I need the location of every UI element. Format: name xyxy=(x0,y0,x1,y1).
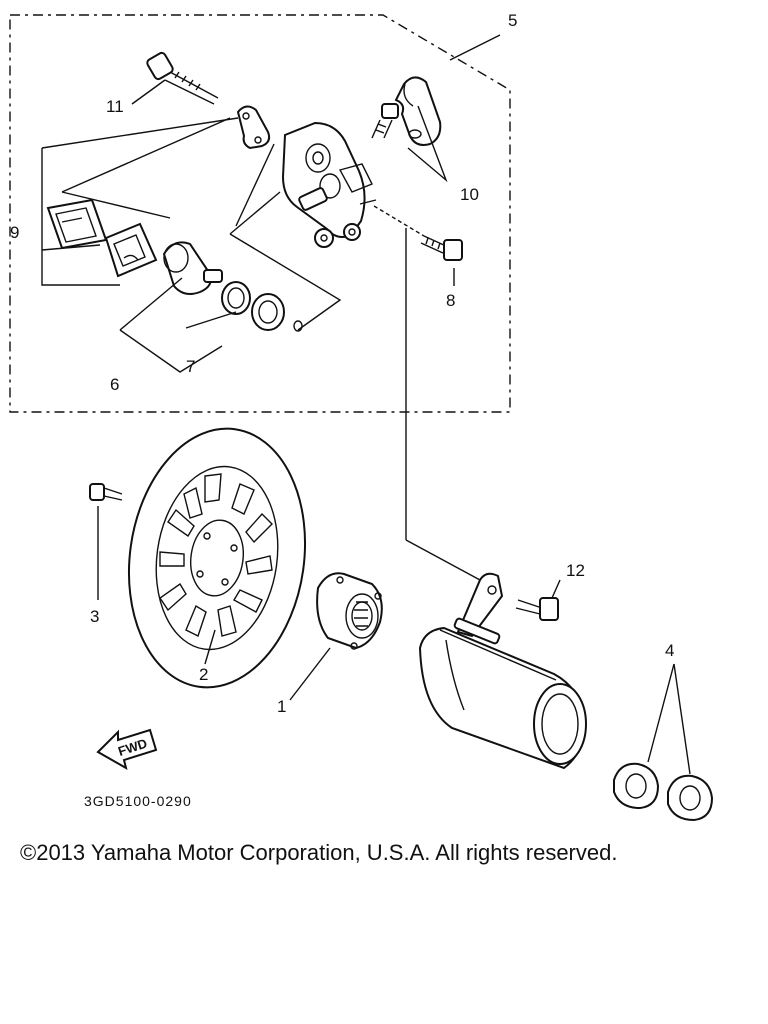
caliper-assembly-boundary xyxy=(9,14,511,413)
part-caliper-bracket-bolt[interactable] xyxy=(371,76,442,146)
part-pad-clip[interactable] xyxy=(236,105,271,150)
lower-leader-lines xyxy=(204,629,216,665)
fwd-arrow-icon: FWD xyxy=(96,728,158,771)
callout-8[interactable]: 8 xyxy=(446,291,455,310)
drawing-code: 3GD5100-0290 xyxy=(84,793,192,809)
caliper-leader-lines xyxy=(41,34,501,540)
part-lock-nuts[interactable] xyxy=(613,663,714,822)
part-brake-pads[interactable] xyxy=(46,198,158,278)
parts-diagram: FWD 1 2 3 4 5 6 7 8 9 10 11 12 3GD5100-0… xyxy=(9,11,714,822)
callout-3[interactable]: 3 xyxy=(90,607,99,626)
part-bolt-short[interactable] xyxy=(420,235,463,261)
part-hub[interactable] xyxy=(289,572,383,701)
callout-2[interactable]: 2 xyxy=(199,665,208,684)
callout-10[interactable]: 10 xyxy=(460,185,479,204)
callout-12[interactable]: 12 xyxy=(566,561,585,580)
part-starter-body[interactable] xyxy=(418,617,587,770)
part-piston-seals[interactable] xyxy=(221,281,303,332)
part-piston[interactable] xyxy=(162,241,223,295)
part-caliper-bracket[interactable] xyxy=(405,539,504,638)
part-bracket-bolt[interactable] xyxy=(515,579,561,621)
callout-9[interactable]: 9 xyxy=(10,223,19,242)
part-brake-disc[interactable] xyxy=(113,417,321,699)
callout-11[interactable]: 11 xyxy=(106,97,124,116)
copyright-notice: ©2013 Yamaha Motor Corporation, U.S.A. A… xyxy=(20,840,618,865)
callout-1[interactable]: 1 xyxy=(277,697,286,716)
callout-5[interactable]: 5 xyxy=(508,11,517,30)
callout-6[interactable]: 6 xyxy=(110,375,119,394)
part-disc-bolt[interactable] xyxy=(89,483,123,600)
part-bolt-long[interactable] xyxy=(146,51,219,105)
callout-7[interactable]: 7 xyxy=(186,357,195,376)
part-caliper-body[interactable] xyxy=(281,121,377,248)
callout-4[interactable]: 4 xyxy=(665,641,674,660)
